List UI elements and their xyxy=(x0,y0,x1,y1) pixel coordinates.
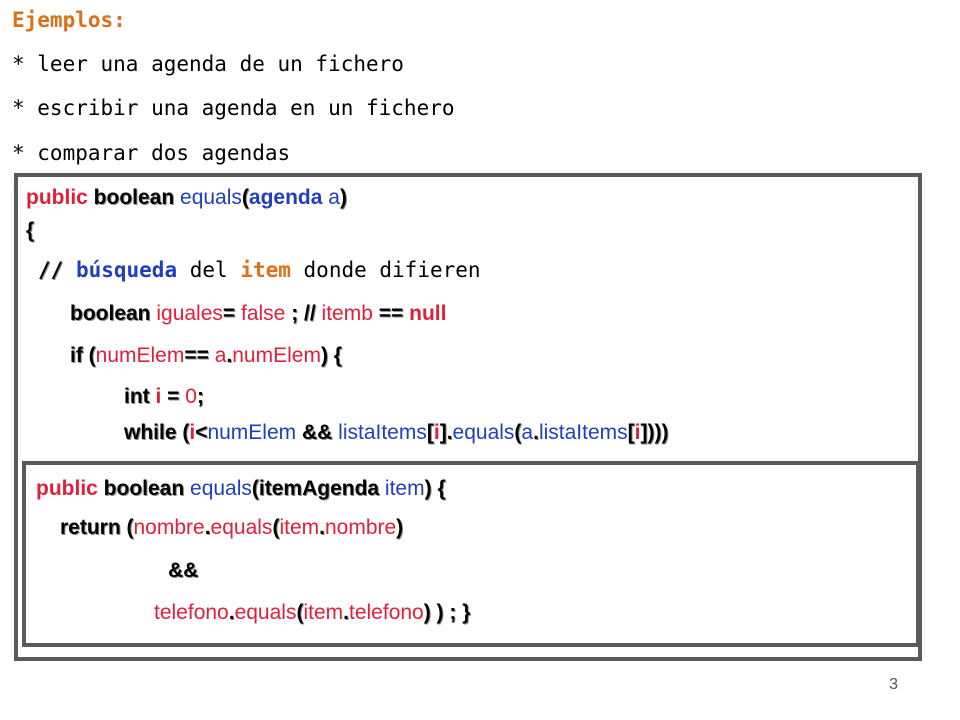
search-comment: // búsqueda del item donde difieren xyxy=(38,258,481,282)
and-operator: && xyxy=(168,559,199,582)
agenda-equals-signature: public boolean equals(agenda a) xyxy=(26,186,347,209)
item-equals-code-box: public boolean equals(itemAgenda item) {… xyxy=(22,461,920,647)
open-brace: { xyxy=(26,219,35,242)
slide-title: Ejemplos: xyxy=(12,8,126,32)
bullet-write-agenda: * escribir una agenda en un fichero xyxy=(12,96,455,120)
item-equals-signature: public boolean equals(itemAgenda item) { xyxy=(36,477,446,500)
if-num-elem: if (numElem== a.numElem) { xyxy=(70,344,342,367)
int-i-declaration: int i = 0; xyxy=(124,385,204,408)
bullet-compare-agendas: * comparar dos agendas xyxy=(12,141,291,165)
page-number: 3 xyxy=(889,676,898,693)
iguales-declaration: boolean iguales= false ; // itemb == nul… xyxy=(70,302,447,325)
return-nombre-equals: return (nombre.equals(item.nombre) xyxy=(60,516,404,539)
while-loop: while (i<numElem && listaItems[i].equals… xyxy=(124,421,669,444)
telefono-equals: telefono.equals(item.telefono) ) ; } xyxy=(154,601,471,624)
bullet-read-agenda: * leer una agenda de un fichero xyxy=(12,52,404,76)
